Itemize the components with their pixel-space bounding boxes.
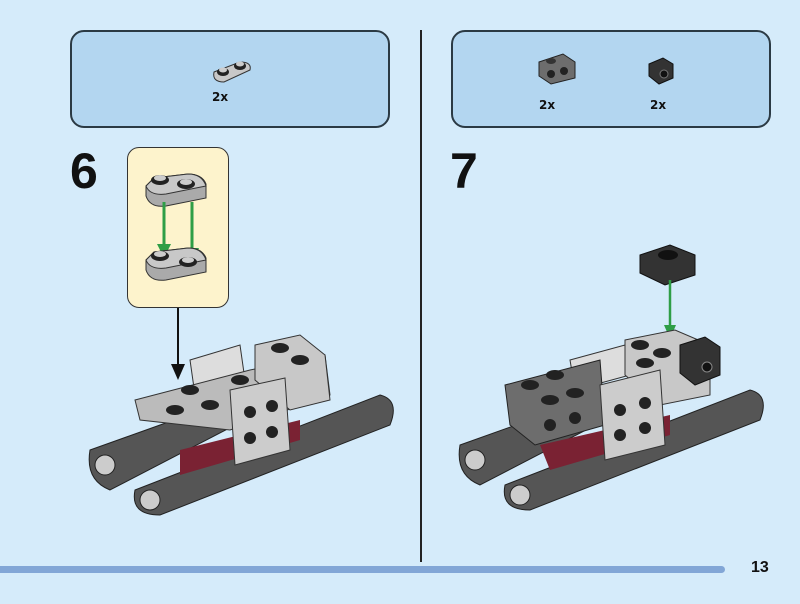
- step-7-model-illustration: [458, 244, 764, 511]
- part-quantity: 2x: [650, 98, 667, 112]
- step-number-6: 6: [70, 143, 98, 199]
- rounded-plate-part-icon: [213, 61, 251, 83]
- step-divider: [420, 30, 422, 562]
- small-bracket-part-icon: [648, 57, 674, 85]
- step-7-parts-list: 2x 2x: [451, 30, 771, 128]
- sub-assembly-callout: [127, 147, 229, 308]
- step-6-model-illustration: [88, 308, 394, 516]
- step-6-parts-list: 2x: [70, 30, 390, 128]
- plate-stack-illustration: [145, 173, 207, 281]
- page-number: 13: [751, 559, 769, 576]
- step-number-7: 7: [450, 143, 478, 199]
- footer-bar: [0, 566, 725, 573]
- part-quantity: 2x: [212, 90, 229, 104]
- bracket-part-icon: [538, 53, 576, 85]
- part-quantity: 2x: [539, 98, 556, 112]
